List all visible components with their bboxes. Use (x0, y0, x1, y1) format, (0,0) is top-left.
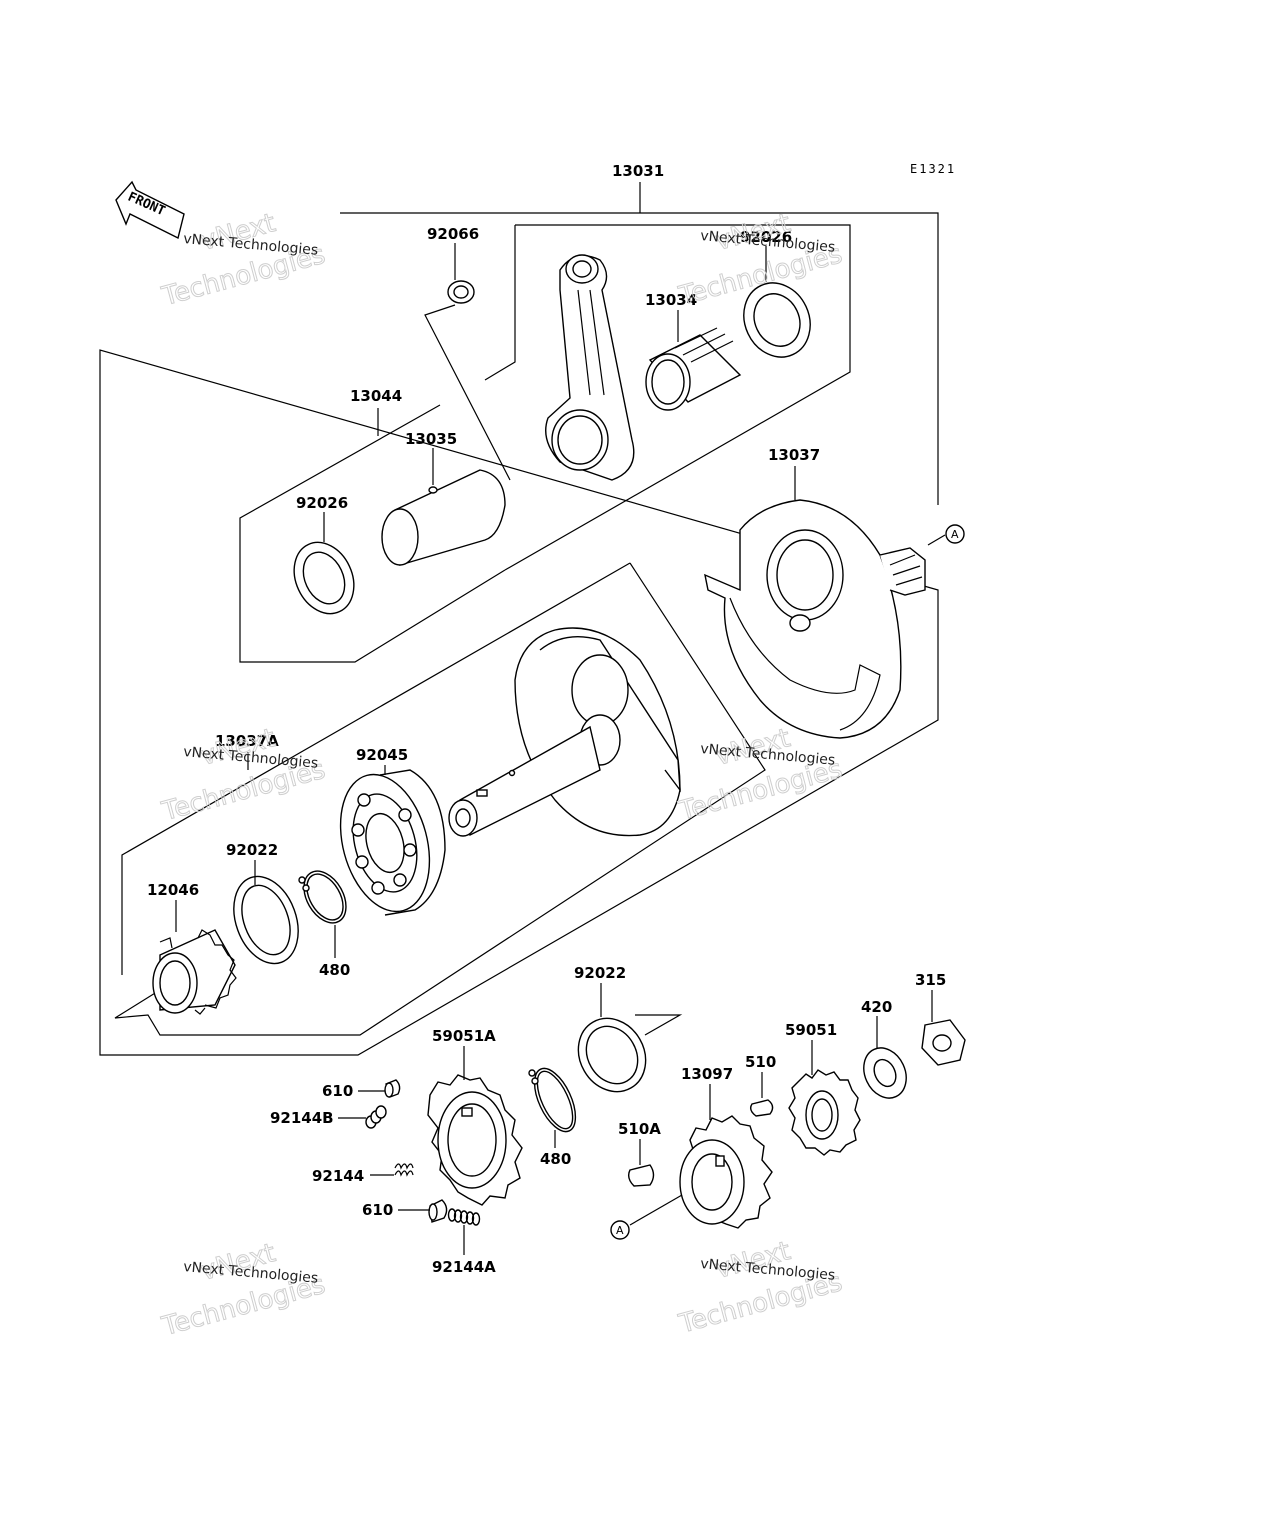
diagram-code: E1321 (910, 162, 956, 176)
watermark-bottom-left: vNext Technologies vNext Technologies (158, 1238, 329, 1343)
spring-92144 (394, 1163, 414, 1177)
label-12046: 12046 (147, 881, 199, 899)
watermark-bottom-right: vNext Technologies vNext Technologies (675, 1236, 846, 1341)
label-13097: 13097 (681, 1065, 733, 1083)
label-13031: 13031 (612, 162, 664, 180)
label-13044: 13044 (350, 387, 402, 405)
circlip-480-right (528, 1067, 577, 1133)
crank-half-13037 (704, 499, 926, 739)
crankpin-box-outline (239, 404, 506, 663)
leader-92022-right (600, 983, 683, 1036)
leader-92066 (424, 243, 511, 481)
pin-610-upper (384, 1079, 401, 1098)
label-13037A: 13037A (215, 732, 279, 750)
label-92026-lower: 92026 (296, 494, 348, 512)
sprocket-12046 (152, 929, 237, 1015)
pin-610-lower (428, 1199, 448, 1223)
svg-text:A: A (951, 528, 959, 541)
watermark-mid-right: vNext Technologies vNext Technologies (675, 723, 846, 828)
key-510A (627, 1164, 655, 1187)
nut-315 (921, 1019, 966, 1066)
svg-text:A: A (616, 1224, 624, 1237)
needle-bearing-13034 (645, 327, 742, 411)
assembly-outline-13031 (99, 212, 939, 1056)
watermark-top-left: vNext Technologies vNext Technologies (158, 208, 329, 313)
label-92022-left: 92022 (226, 841, 278, 859)
crank-half-13037A (448, 627, 681, 837)
label-92022-right: 92022 (574, 964, 626, 982)
label-13034: 13034 (645, 291, 697, 309)
gear-59051A (427, 1074, 523, 1206)
label-480-left: 480 (319, 961, 350, 979)
label-59051: 59051 (785, 1021, 837, 1039)
crank-half-box-outline (114, 562, 766, 1036)
thrust-washer-92026-upper (743, 282, 811, 358)
label-92045: 92045 (356, 746, 408, 764)
spring-92144A (447, 1208, 481, 1226)
label-13035: 13035 (405, 430, 457, 448)
leader-ref-A-upper (927, 534, 946, 546)
bushing-92066 (447, 280, 475, 304)
label-420: 420 (861, 998, 892, 1016)
gear-59051 (788, 1069, 861, 1156)
gear-13097 (679, 1115, 773, 1229)
label-610-upper: 610 (322, 1082, 353, 1100)
ref-marker-A-upper: A (945, 524, 965, 544)
label-92144: 92144 (312, 1167, 364, 1185)
label-92144B: 92144B (270, 1109, 334, 1127)
label-315: 315 (915, 971, 946, 989)
label-92066: 92066 (427, 225, 479, 243)
label-92144A: 92144A (432, 1258, 496, 1276)
lock-washer-420 (863, 1047, 907, 1099)
front-arrow-icon: FRONT (115, 180, 185, 240)
leader-ref-A-lower (629, 1194, 683, 1226)
spacer-92022-left (233, 875, 299, 965)
label-13037: 13037 (768, 446, 820, 464)
circlip-480-left (298, 870, 347, 924)
watermark-mid-left: vNext Technologies vNext Technologies (158, 723, 329, 828)
label-59051A: 59051A (432, 1027, 496, 1045)
ref-marker-A-lower: A (610, 1220, 630, 1240)
label-480-right: 480 (540, 1150, 571, 1168)
crank-pin-13035 (381, 469, 506, 566)
label-610-lower: 610 (362, 1201, 393, 1219)
label-510A: 510A (618, 1120, 661, 1138)
conrod-box-outline (484, 224, 851, 571)
ball-bearing-92045 (339, 769, 446, 916)
key-510 (749, 1099, 774, 1117)
spring-92144B (365, 1105, 387, 1129)
spacer-92022-right (577, 1017, 647, 1093)
label-92026-upper: 92026 (740, 228, 792, 246)
thrust-washer-92026-lower (293, 541, 355, 615)
connecting-rod-13033 (545, 254, 635, 481)
label-510: 510 (745, 1053, 776, 1071)
